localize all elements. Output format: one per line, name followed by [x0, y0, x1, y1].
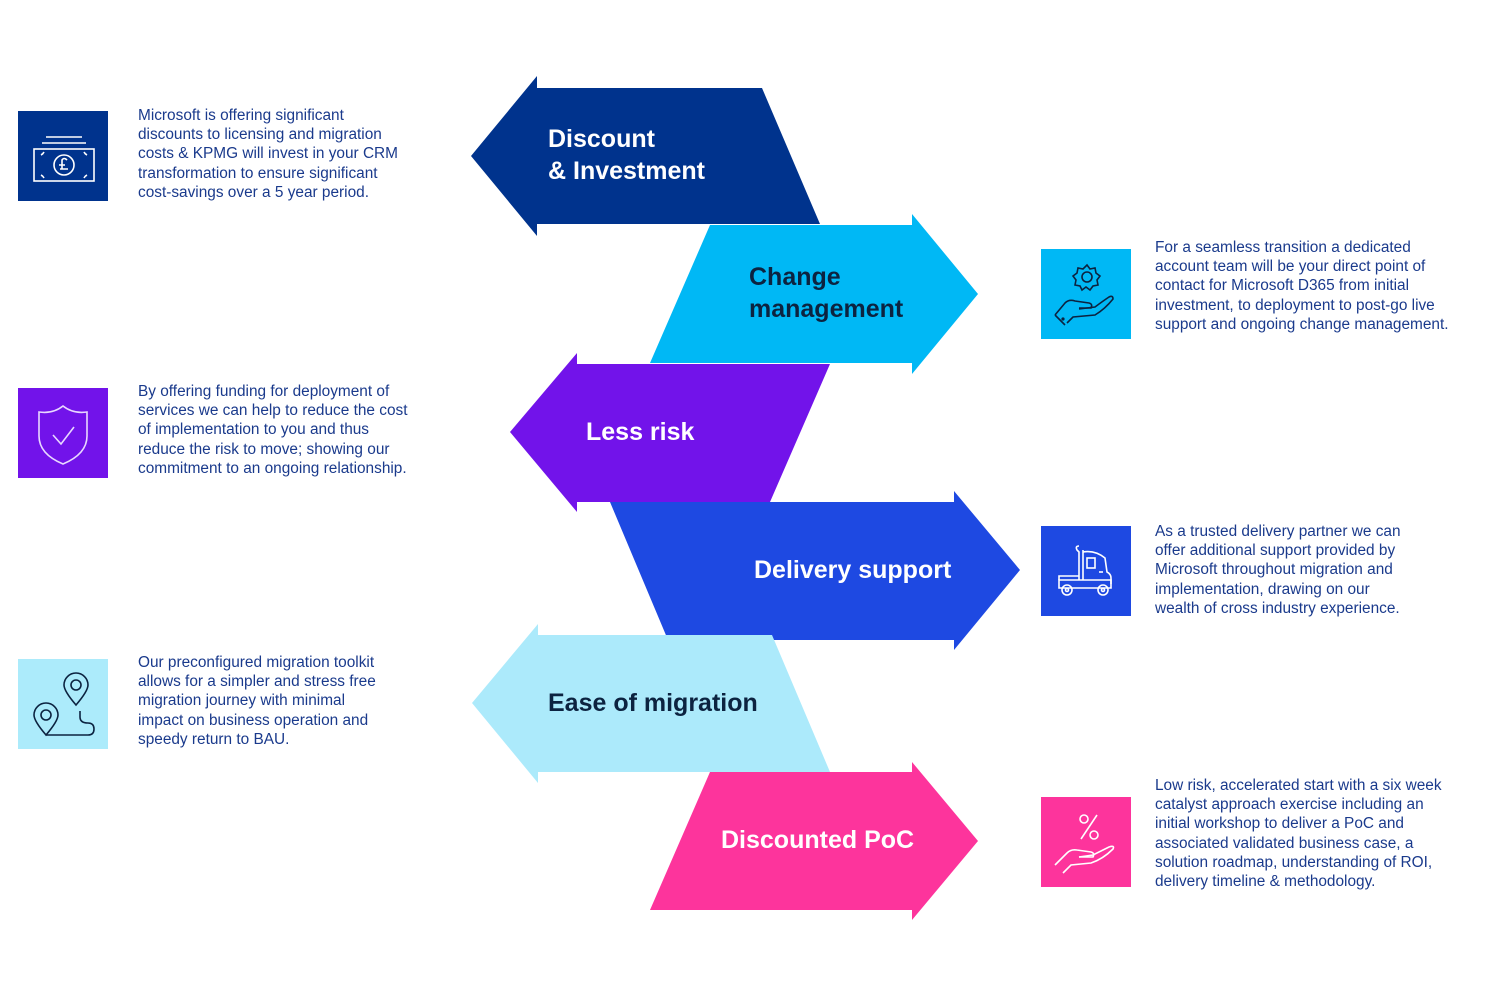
arrow-label-change-management: Change management: [749, 263, 904, 323]
map-route-pins-icon: [33, 672, 95, 737]
description-discounted-poc: Low risk, accelerated start with a six w…: [1155, 777, 1442, 891]
description-change-management: For a seamless transition a dedicated ac…: [1155, 239, 1449, 333]
icon-tile-discounted-poc: [1041, 797, 1131, 887]
icon-tile-delivery-support: [1041, 526, 1131, 616]
arrow-label-discount-investment: Discount & Investment: [548, 125, 705, 185]
arrow-label-ease-of-migration: Ease of migration: [548, 689, 758, 717]
description-ease-of-migration: Our preconfigured migration toolkit allo…: [138, 654, 376, 748]
banknote-pound-icon: [33, 136, 95, 182]
arrow-label-delivery-support: Delivery support: [754, 556, 952, 584]
percent-in-hand-icon: [1054, 814, 1115, 874]
description-delivery-support: As a trusted delivery partner we can off…: [1155, 523, 1401, 617]
gear-in-hand-icon: [1054, 263, 1114, 326]
icon-tile-discount-investment: [18, 111, 108, 201]
shield-check-icon: [38, 404, 88, 465]
icon-tile-ease-of-migration: [18, 659, 108, 749]
arrow-label-discounted-poc: Discounted PoC: [721, 826, 915, 854]
arrow-change-management: [650, 214, 978, 374]
arrow-label-less-risk: Less risk: [586, 418, 695, 446]
truck-icon: [1058, 545, 1112, 596]
arrow-less-risk: [510, 353, 830, 512]
description-less-risk: By offering funding for deployment of se…: [138, 383, 408, 477]
arrow-discount-investment: [471, 76, 820, 236]
arrow-discounted-poc: [650, 762, 978, 920]
arrow-ease-of-migration: [472, 624, 830, 783]
icon-tile-less-risk: [18, 388, 108, 478]
description-discount-investment: Microsoft is offering significant discou…: [138, 107, 398, 201]
icon-tile-change-management: [1041, 249, 1131, 339]
arrow-delivery-support: [610, 491, 1020, 650]
